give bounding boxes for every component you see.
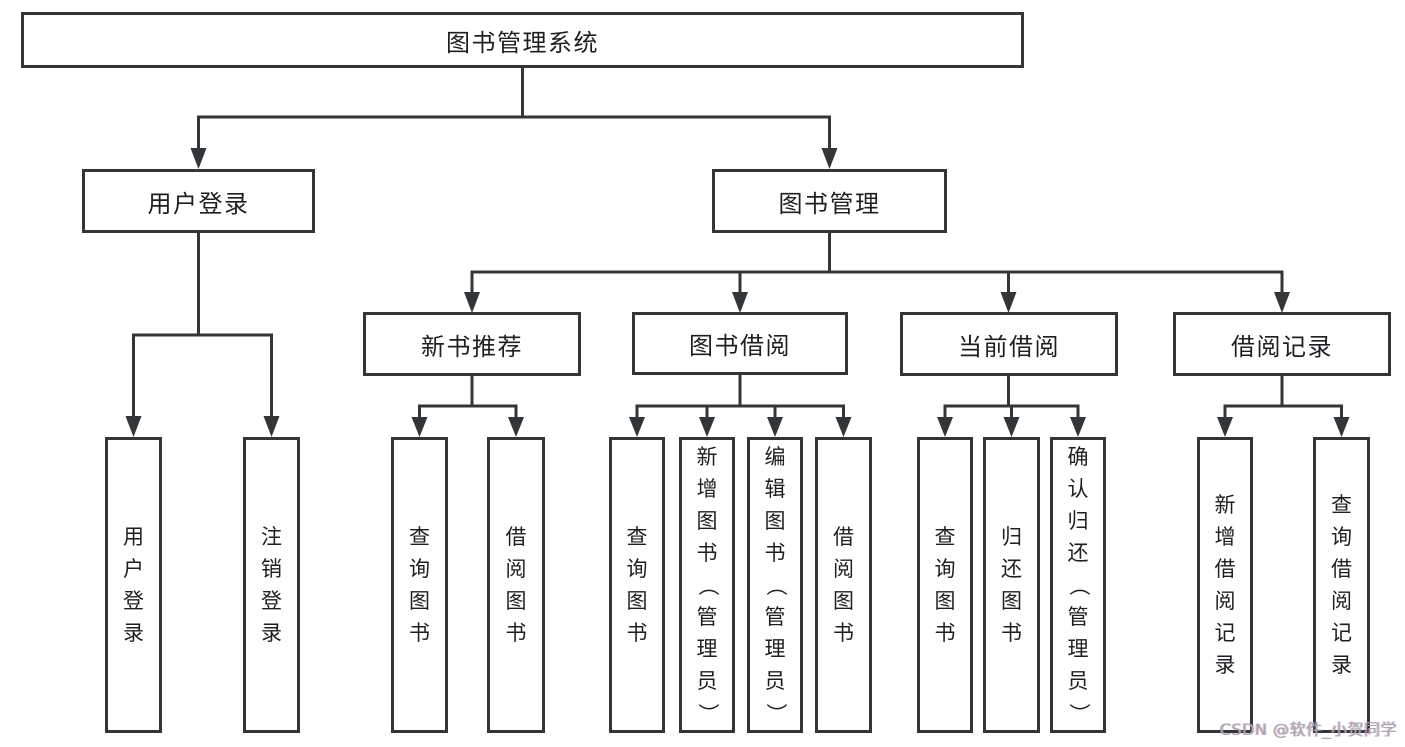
leaf-query-books-recommend: 查询图书	[391, 437, 448, 733]
leaf-add-borrow-record: 新增借阅记录	[1197, 437, 1253, 733]
node-current-borrow: 当前借阅	[900, 312, 1118, 376]
leaf-query-books-current: 查询图书	[917, 437, 973, 733]
node-book-management: 图书管理	[712, 169, 947, 233]
leaf-borrow-books: 借阅图书	[815, 437, 872, 733]
node-new-book-recommend: 新书推荐	[363, 312, 581, 376]
leaf-confirm-return-admin: 确认归还（管理员）	[1050, 437, 1106, 733]
leaf-return-books: 归还图书	[983, 437, 1040, 733]
leaf-add-book-admin: 新增图书（管理员）	[679, 437, 735, 733]
leaf-user-login: 用户登录	[105, 437, 162, 733]
leaf-logout: 注销登录	[243, 437, 300, 733]
node-borrow-records: 借阅记录	[1173, 312, 1391, 376]
node-book-borrow: 图书借阅	[632, 312, 848, 375]
leaf-query-books-borrow: 查询图书	[609, 437, 665, 733]
csdn-watermark: CSDN @软件_小贺同学	[1219, 720, 1397, 739]
leaf-edit-book-admin: 编辑图书（管理员）	[747, 437, 803, 733]
leaf-query-borrow-record: 查询借阅记录	[1313, 437, 1370, 733]
arrowheads	[125, 148, 1350, 437]
node-library-management-system: 图书管理系统	[21, 12, 1024, 68]
leaf-borrow-books-recommend: 借阅图书	[487, 437, 545, 733]
node-user-login: 用户登录	[82, 169, 315, 233]
